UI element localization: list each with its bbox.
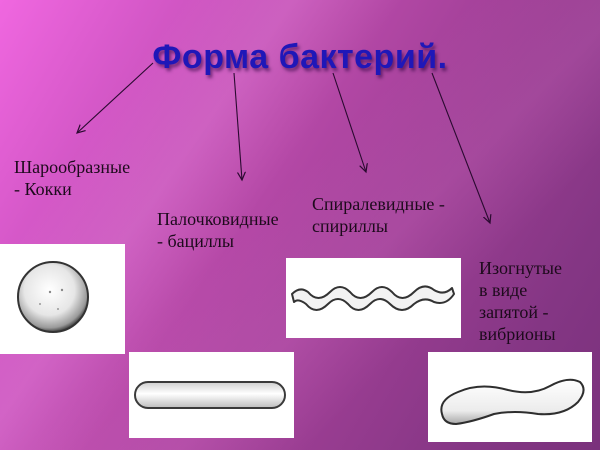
arrow-to-bacilli	[233, 72, 242, 180]
image-bacilli	[129, 352, 294, 438]
comma-bacterium-icon	[440, 378, 585, 426]
label-cocci: Шарообразные - Кокки	[14, 156, 130, 200]
label-cocci-line1: Шарообразные	[14, 157, 131, 177]
label-vibrio: Изогнутые в виде запятой - вибрионы	[479, 257, 562, 345]
label-cocci-line2: - Кокки	[14, 179, 72, 199]
arrow-to-spirilla	[332, 72, 366, 172]
image-cocci	[0, 244, 125, 354]
slide-title: Форма бактерий.	[152, 38, 448, 76]
label-bacilli-line2: - бациллы	[157, 231, 234, 251]
label-spirilla-line1: Спиралевидные -	[312, 194, 445, 214]
spiral-bacterium-icon	[291, 285, 455, 311]
label-vibrio-line3: запятой -	[479, 302, 549, 322]
label-bacilli-line1: Палочковидные	[157, 209, 279, 229]
label-vibrio-line1: Изогнутые	[479, 258, 562, 278]
image-vibrio	[428, 352, 592, 442]
sphere-bacterium-icon	[17, 261, 89, 333]
label-spirilla-line2: спириллы	[312, 216, 388, 236]
label-vibrio-line4: вибрионы	[479, 324, 556, 344]
label-vibrio-line2: в виде	[479, 280, 528, 300]
label-spirilla: Спиралевидные - спириллы	[312, 193, 445, 237]
rod-bacterium-icon	[134, 381, 286, 409]
label-bacilli: Палочковидные - бациллы	[157, 208, 279, 252]
image-spirilla	[286, 258, 461, 338]
